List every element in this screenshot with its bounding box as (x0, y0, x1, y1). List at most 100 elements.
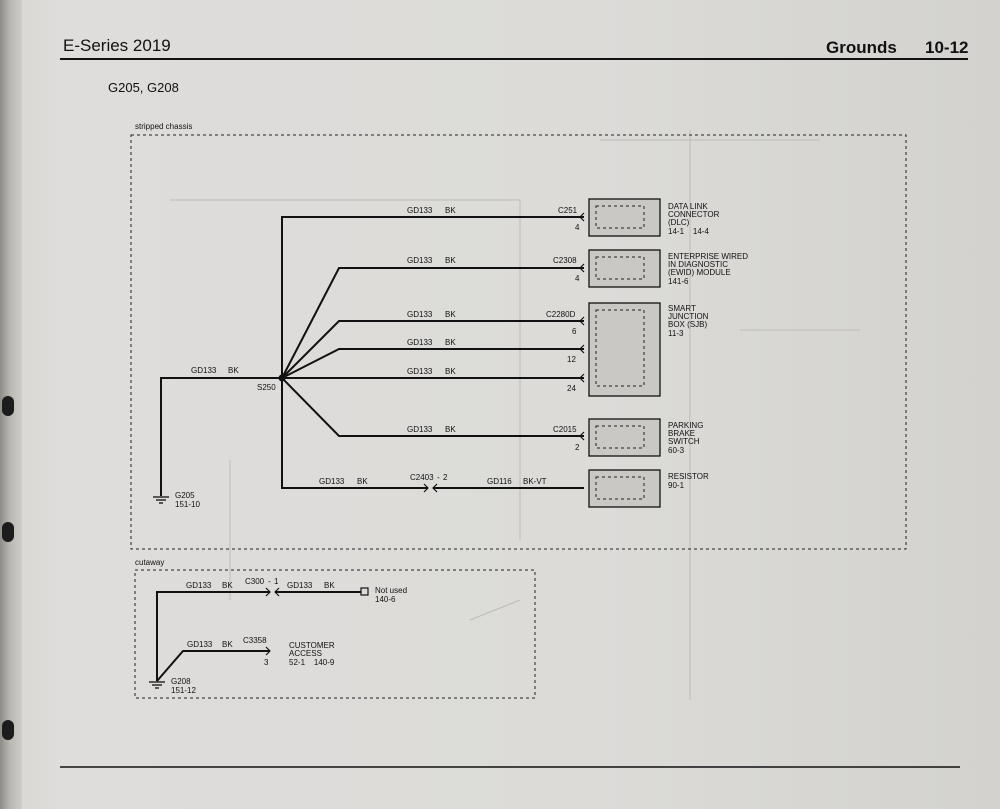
connector-arrow (265, 646, 271, 656)
pin-label: 24 (567, 384, 576, 393)
cutaway-wire-c300 (156, 591, 270, 681)
wire-color: BK (324, 581, 335, 590)
pin-label: 6 (572, 327, 577, 336)
main-ground-wire (160, 377, 282, 496)
section-title: Grounds (826, 38, 897, 57)
ground-ref: 151-10 (175, 500, 200, 509)
component-parking-brake-switch (588, 418, 661, 457)
connector-label: C2403 (410, 473, 434, 482)
component-resistor (588, 469, 661, 508)
wire-label: GD133 (319, 477, 345, 486)
wire-color: BK (445, 206, 456, 215)
component-name: BOX (SJB) (668, 320, 707, 329)
connector-label: C300 (245, 577, 265, 586)
stripped-chassis-label: stripped chassis (135, 122, 192, 131)
end-ref: 140-6 (375, 595, 396, 604)
wire-color: BK (445, 338, 456, 347)
component-name: PARKING (668, 421, 703, 430)
component-inner (595, 256, 645, 280)
connector-arrow (423, 483, 429, 493)
ground-symbol (153, 496, 169, 504)
connector-arrow (265, 587, 271, 597)
component-sjb (588, 302, 661, 397)
wire-color: BK (357, 477, 368, 486)
connector-arrow (579, 212, 585, 222)
wire-color: BK (445, 310, 456, 319)
component-ref: 11-3 (668, 329, 684, 338)
connector-arrow (579, 263, 585, 273)
cutaway-region (134, 569, 536, 699)
component-name: DATA LINK (668, 202, 708, 211)
wire-label: GD133 (407, 206, 433, 215)
wire-label: GD133 (187, 640, 213, 649)
pin-label: 4 (575, 274, 580, 283)
component-name: BRAKE (668, 429, 695, 438)
end-label: Not used (375, 586, 407, 595)
stripped-chassis-region (130, 134, 907, 550)
pin-label: 3 (264, 658, 269, 667)
component-ref: 14-1 14-4 (668, 227, 709, 236)
wire-color: BK (228, 366, 239, 375)
component-name: ACCESS (289, 649, 322, 658)
connector-label: C2308 (553, 256, 577, 265)
cutaway-label: cutaway (135, 558, 164, 567)
component-ref: 141-6 (668, 277, 689, 286)
connector-arrow (579, 344, 585, 354)
connector-arrow (579, 373, 585, 383)
component-ref: 60-3 (668, 446, 685, 455)
connector-arrow (274, 587, 280, 597)
component-name: IN DIAGNOSTIC (668, 260, 728, 269)
component-inner (595, 425, 645, 449)
ground-symbol (149, 681, 165, 689)
component-name: (DLC) (668, 218, 690, 227)
binding-hole (2, 522, 14, 542)
wire-label: GD133 (287, 581, 313, 590)
component-name: SWITCH (668, 437, 700, 446)
component-name: SMART (668, 304, 696, 313)
component-name: JUNCTION (668, 312, 709, 321)
component-ref: 90-1 (668, 481, 685, 490)
branch-wire-sjb-12 (281, 348, 584, 379)
binding-hole (2, 720, 14, 740)
wire-color: BK (222, 640, 233, 649)
component-name: ENTERPRISE WIRED (668, 252, 748, 261)
branch-wire-sjb-6 (281, 320, 584, 379)
branch-wire-parking-brake (281, 377, 584, 437)
component-inner (595, 205, 645, 229)
component-name: (EWID) MODULE (668, 268, 731, 277)
pin-label: - (268, 577, 271, 586)
splice-label: S250 (257, 383, 276, 392)
pin-label: 4 (575, 223, 580, 232)
branch-wire-dlc (281, 216, 584, 378)
connector-label: C2015 (553, 425, 577, 434)
component-ref: 52-1 140-9 (289, 658, 335, 667)
wire-label: GD116 (487, 477, 512, 486)
cutaway-wire-c3358 (156, 650, 270, 682)
binding-hole (2, 396, 14, 416)
branch-wire-resistor-a (281, 378, 428, 489)
series-title: E-Series 2019 (63, 36, 171, 55)
connector-label: C3358 (243, 636, 267, 645)
wire-label: GD133 (407, 367, 433, 376)
pin-label: 2 (443, 473, 448, 482)
show-through-artifact (170, 130, 860, 700)
wire-label: GD133 (407, 310, 433, 319)
pin-label: 12 (567, 355, 576, 364)
termination-box (360, 587, 369, 596)
wire-color: BK (222, 581, 233, 590)
wire-label: GD133 (407, 425, 433, 434)
branch-wire-ewid (281, 267, 584, 379)
connector-arrow (579, 431, 585, 441)
connector-label: C2280D (546, 310, 576, 319)
component-inner (595, 476, 645, 500)
wire-label: GD133 (186, 581, 212, 590)
component-dlc (588, 198, 661, 237)
ground-name: G208 (171, 677, 191, 686)
connector-label: C251 (558, 206, 578, 215)
wire-label: GD133 (407, 256, 433, 265)
page-binding-edge (0, 0, 22, 809)
pin-label: - (437, 473, 440, 482)
component-name: CONNECTOR (668, 210, 720, 219)
wire-color: BK (445, 367, 456, 376)
